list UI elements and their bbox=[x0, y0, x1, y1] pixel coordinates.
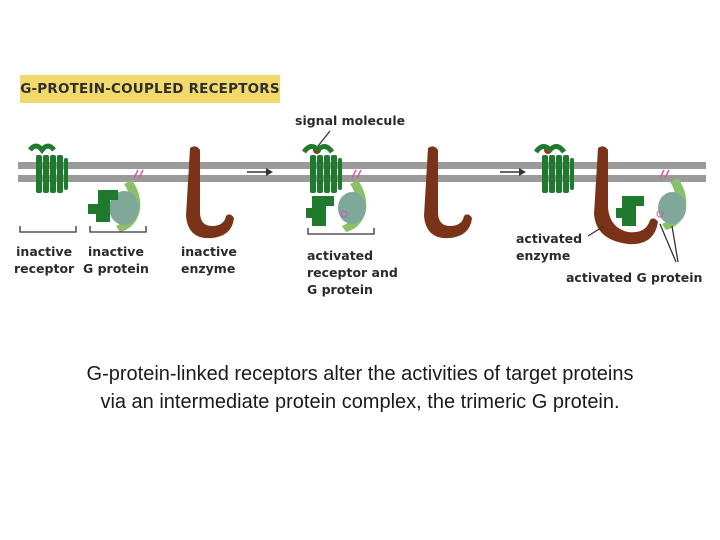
label-signal-molecule: signal molecule bbox=[295, 113, 406, 128]
activated-receptor-shape bbox=[301, 144, 342, 193]
label-inactive-g-protein: inactive G protein bbox=[83, 244, 149, 276]
caption-line-2: via an intermediate protein complex, the… bbox=[100, 391, 620, 413]
inactive-enzyme-shape bbox=[186, 146, 234, 239]
inactive-receptor-bracket bbox=[19, 226, 77, 233]
heading-title: G-PROTEIN-COUPLED RECEPTORS bbox=[20, 81, 280, 97]
label-activated-g-protein: activated G protein bbox=[566, 270, 703, 285]
gpcr-diagram bbox=[18, 130, 706, 263]
caption-line-1: G-protein-linked receptors alter the act… bbox=[86, 363, 634, 385]
heading-box: G-PROTEIN-COUPLED RECEPTORS bbox=[20, 75, 280, 103]
activated-receptor-shape-3 bbox=[533, 144, 574, 193]
label-inactive-receptor: inactive receptor bbox=[14, 244, 75, 276]
transition-arrow-2 bbox=[500, 168, 526, 176]
label-activated-enzyme: activated enzyme bbox=[516, 231, 583, 263]
label-inactive-enzyme: inactive enzyme bbox=[181, 244, 237, 276]
inactive-receptor-shape bbox=[28, 143, 68, 193]
label-activated-receptor-g-protein: activated receptor and G protein bbox=[307, 248, 398, 297]
inactive-g-protein-bracket bbox=[89, 226, 147, 233]
activated-complex-bracket bbox=[307, 228, 375, 235]
activated-g-protein-shape bbox=[306, 169, 367, 232]
inactive-enzyme-shape-2 bbox=[424, 146, 472, 239]
transition-arrow-1 bbox=[247, 168, 273, 176]
cell-membrane bbox=[18, 162, 706, 182]
activated-g-protein-shape-3 bbox=[616, 169, 687, 263]
inactive-g-protein-shape bbox=[88, 169, 144, 232]
caption: G-protein-linked receptors alter the act… bbox=[0, 360, 720, 416]
activated-enzyme-shape bbox=[587, 146, 658, 245]
